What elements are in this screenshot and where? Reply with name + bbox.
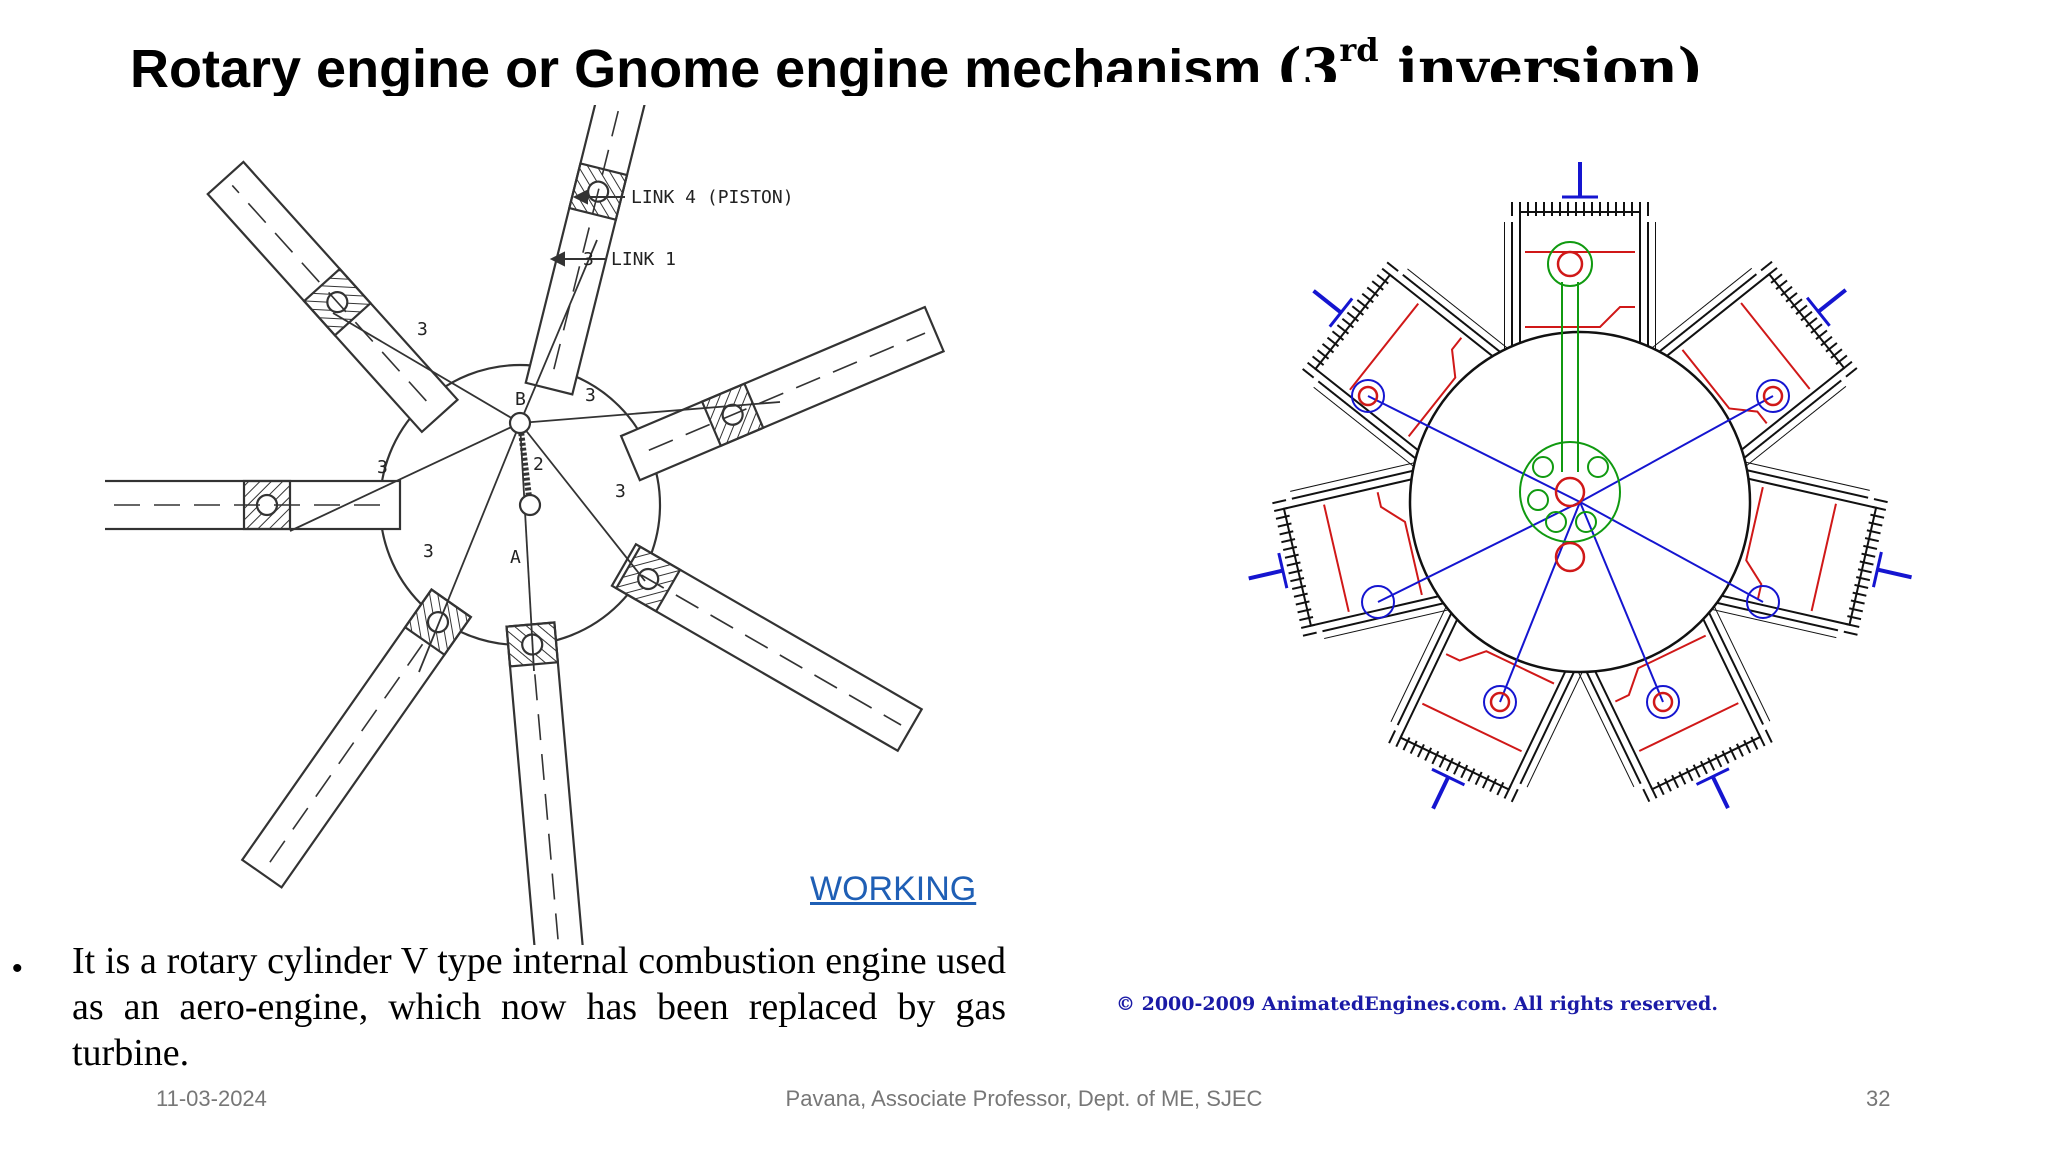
working-link[interactable]: WORKING	[808, 870, 979, 909]
bullet-text: It is a rotary cylinder V type internal …	[72, 940, 1006, 1074]
label-3: 3	[417, 319, 428, 340]
label-3: 3	[585, 385, 596, 406]
cylinder-7	[206, 160, 460, 434]
label-link1: LINK 1	[611, 249, 676, 270]
cylinder-4	[505, 621, 585, 945]
animated-engine-diagram: © 2000-2009 AnimatedEngines.com. All rig…	[1098, 82, 2048, 1042]
rotary-engine-schematic: LINK 4 (PISTON) LINK 1 B A 2 3 3 3 3 3 3	[105, 105, 946, 945]
cylinder-2	[619, 305, 946, 482]
label-b: B	[515, 389, 526, 410]
pin-b	[508, 411, 532, 435]
connecting-rods	[289, 239, 781, 673]
bullet-marker: •	[12, 952, 23, 985]
footer-date: 11-03-2024	[156, 1086, 267, 1111]
cylinder-1	[524, 105, 654, 396]
label-3: 3	[615, 481, 626, 502]
label-piston: LINK 4 (PISTON)	[631, 187, 794, 208]
crank-link-2	[517, 422, 533, 506]
title-main: Rotary engine or Gnome engine mechanism	[130, 39, 1277, 96]
pin-a	[518, 493, 542, 517]
label-3: 3	[583, 249, 594, 270]
cylinder-5	[240, 588, 473, 889]
footer-author: Pavana, Associate Professor, Dept. of ME…	[785, 1086, 1263, 1111]
crank-pins	[1357, 250, 1784, 713]
label-3: 3	[423, 541, 434, 562]
slide-title: Rotary engine or Gnome engine mechanism …	[130, 30, 1730, 96]
label-2: 2	[533, 454, 544, 475]
cylinder-6	[105, 479, 402, 531]
label-3: 3	[377, 457, 388, 478]
copyright-text: © 2000-2009 AnimatedEngines.com. All rig…	[1116, 993, 1718, 1015]
cylinder-3	[610, 542, 924, 753]
footer-page-number: 32	[1866, 1086, 1891, 1111]
label-a: A	[510, 547, 521, 568]
